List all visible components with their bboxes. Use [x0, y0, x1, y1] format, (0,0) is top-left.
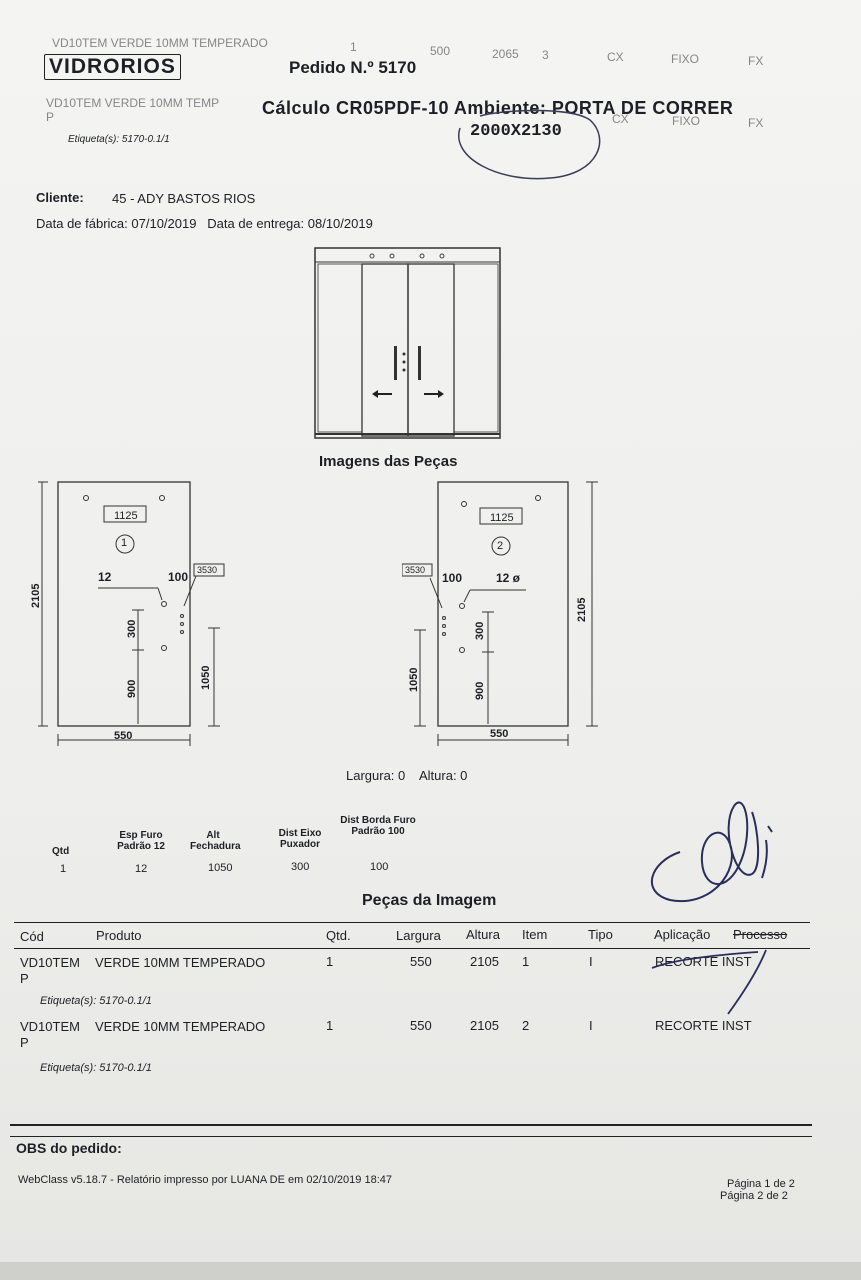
param-header-qtd: Qtd	[52, 846, 70, 857]
param-value-esp-furo: 12	[135, 863, 148, 875]
dimensions: 2000X2130	[470, 122, 562, 141]
obs-label: OBS do pedido:	[16, 1140, 122, 1156]
param-value-dist-borda: 100	[370, 861, 389, 873]
piece-2-drawing	[402, 481, 598, 746]
piece-2-lock-height: 1050	[408, 667, 420, 692]
header-etiqueta: Etiqueta(s): 5170-0.1/1	[68, 134, 170, 145]
report-footer: WebClass v5.18.7 - Relatório impresso po…	[18, 1174, 392, 1186]
piece-1-height: 2105	[30, 583, 42, 608]
pen-circle-mark	[457, 109, 601, 180]
param-value-alt-fechadura: 1050	[208, 862, 233, 874]
param-header-dist-eixo: Dist Eixo Puxador	[278, 828, 322, 850]
client-label: Cliente:	[36, 190, 84, 205]
bottom-edge-shadow	[0, 1262, 861, 1280]
col-header-aplicacao: Aplicação	[654, 927, 711, 942]
piece-1-lock-height: 1050	[200, 665, 212, 690]
row-1-aplicacao: RECORTE INST	[655, 954, 752, 969]
ghost-tail-fixo: FIXO	[672, 114, 701, 128]
sliding-door-illustration	[314, 247, 501, 439]
client-dates: Data de fábrica: 07/10/2019 Data de entr…	[36, 216, 373, 231]
col-header-cod: Cód	[20, 929, 44, 944]
piece-2-label-box: 1125	[490, 512, 514, 524]
piece-1-hole-diameter: 12	[98, 570, 112, 584]
col-header-item: Item	[522, 927, 548, 942]
row-1-tipo: I	[589, 954, 593, 969]
row-2-largura: 550	[410, 1018, 432, 1033]
piece-1-handle-span: 300	[126, 619, 138, 638]
parts-header-rule	[14, 948, 810, 949]
pen-check-mark	[651, 949, 767, 1015]
piece-2-width: 550	[490, 728, 509, 740]
piece-1-drawing	[38, 481, 225, 746]
row-2-cod-p: P	[20, 1035, 29, 1050]
ghost-product-line-2: VD10TEM VERDE 10MM TEMP	[46, 96, 220, 110]
param-value-dist-eixo: 300	[291, 861, 310, 873]
footer-rule-2	[10, 1136, 812, 1137]
row-2-qtd: 1	[326, 1018, 334, 1033]
col-header-produto: Produto	[96, 928, 142, 943]
images-section-title: Imagens das Peças	[319, 453, 458, 470]
row-2-altura: 2105	[470, 1018, 499, 1033]
row-2-produto: VERDE 10MM TEMPERADO	[95, 1019, 266, 1034]
piece-2-base-height: 900	[474, 681, 486, 700]
piece-1-width: 550	[114, 730, 133, 742]
ghost-width: 500	[430, 44, 451, 58]
col-header-largura: Largura	[396, 928, 441, 943]
piece-1-handle-box: 3530	[197, 565, 218, 575]
company-logo: VIDRORIOS	[44, 54, 181, 80]
piece-1-hole-distance: 100	[168, 570, 189, 584]
ghost-tail-fx: FX	[748, 116, 764, 130]
col-header-qtd: Qtd.	[326, 928, 351, 943]
client-name: 45 - ADY BASTOS RIOS	[112, 191, 256, 206]
row-1-item: 1	[522, 954, 530, 969]
param-header-alt-fechadura: Alt Fechadura	[190, 830, 241, 852]
row-1-cod-p: P	[20, 971, 29, 986]
row-2-cod: VD10TEM	[20, 1019, 80, 1034]
page-number-2: Página 2 de 2	[720, 1190, 788, 1202]
param-header-esp-furo: Esp Furo Padrão 12	[117, 830, 165, 852]
row-2-etiqueta: Etiqueta(s): 5170-0.1/1	[40, 1062, 152, 1074]
piece-2-handle-span: 300	[474, 621, 486, 640]
parts-section-title: Peças da Imagem	[362, 892, 497, 909]
piece-2-hole-diameter: 12 ø	[496, 571, 521, 585]
piece-2-height: 2105	[576, 597, 588, 622]
row-2-item: 2	[522, 1018, 530, 1033]
handwritten-signature	[650, 801, 773, 903]
size-line: Largura: 0 Altura: 0	[346, 768, 468, 783]
ghost-product-line: VD10TEM VERDE 10MM TEMPERADO	[52, 36, 268, 50]
piece-2-number: 2	[497, 540, 504, 552]
col-header-processo: Processo	[733, 927, 788, 942]
row-2-tipo: I	[589, 1018, 593, 1033]
order-number: Pedido N.º 5170	[289, 58, 417, 77]
piece-1-number: 1	[121, 537, 128, 549]
ghost-aplicacao: FIXO	[671, 52, 700, 66]
param-header-dist-borda: Dist Borda Furo Padrão 100	[340, 815, 416, 837]
row-1-cod: VD10TEM	[20, 955, 80, 970]
ghost-item: 3	[542, 48, 549, 62]
row-1-produto: VERDE 10MM TEMPERADO	[95, 955, 266, 970]
calc-title: Cálculo CR05PDF-10 Ambiente: PORTA DE CO…	[262, 98, 734, 118]
row-1-altura: 2105	[470, 954, 499, 969]
col-header-altura: Altura	[466, 927, 500, 942]
param-value-qtd: 1	[60, 863, 67, 875]
parts-table-top-rule	[14, 922, 810, 923]
ghost-p: P	[46, 110, 55, 124]
piece-1-base-height: 900	[126, 679, 138, 698]
page-number-1: Página 1 de 2	[727, 1178, 795, 1190]
piece-2-hole-distance: 100	[442, 571, 463, 585]
ghost-height: 2065	[492, 47, 519, 61]
ghost-qty: 1	[350, 40, 357, 54]
ghost-tail-cx: CX	[612, 112, 629, 126]
ghost-processo: FX	[748, 54, 764, 68]
piece-2-handle-box: 3530	[405, 565, 426, 575]
piece-1-label-box: 1125	[114, 510, 138, 522]
row-1-etiqueta: Etiqueta(s): 5170-0.1/1	[40, 995, 152, 1007]
ghost-tipo: CX	[607, 50, 624, 64]
row-1-qtd: 1	[326, 954, 334, 969]
row-1-largura: 550	[410, 954, 432, 969]
footer-rule-1	[10, 1124, 812, 1126]
row-2-aplicacao: RECORTE INST	[655, 1018, 752, 1033]
col-header-tipo: Tipo	[588, 927, 613, 942]
